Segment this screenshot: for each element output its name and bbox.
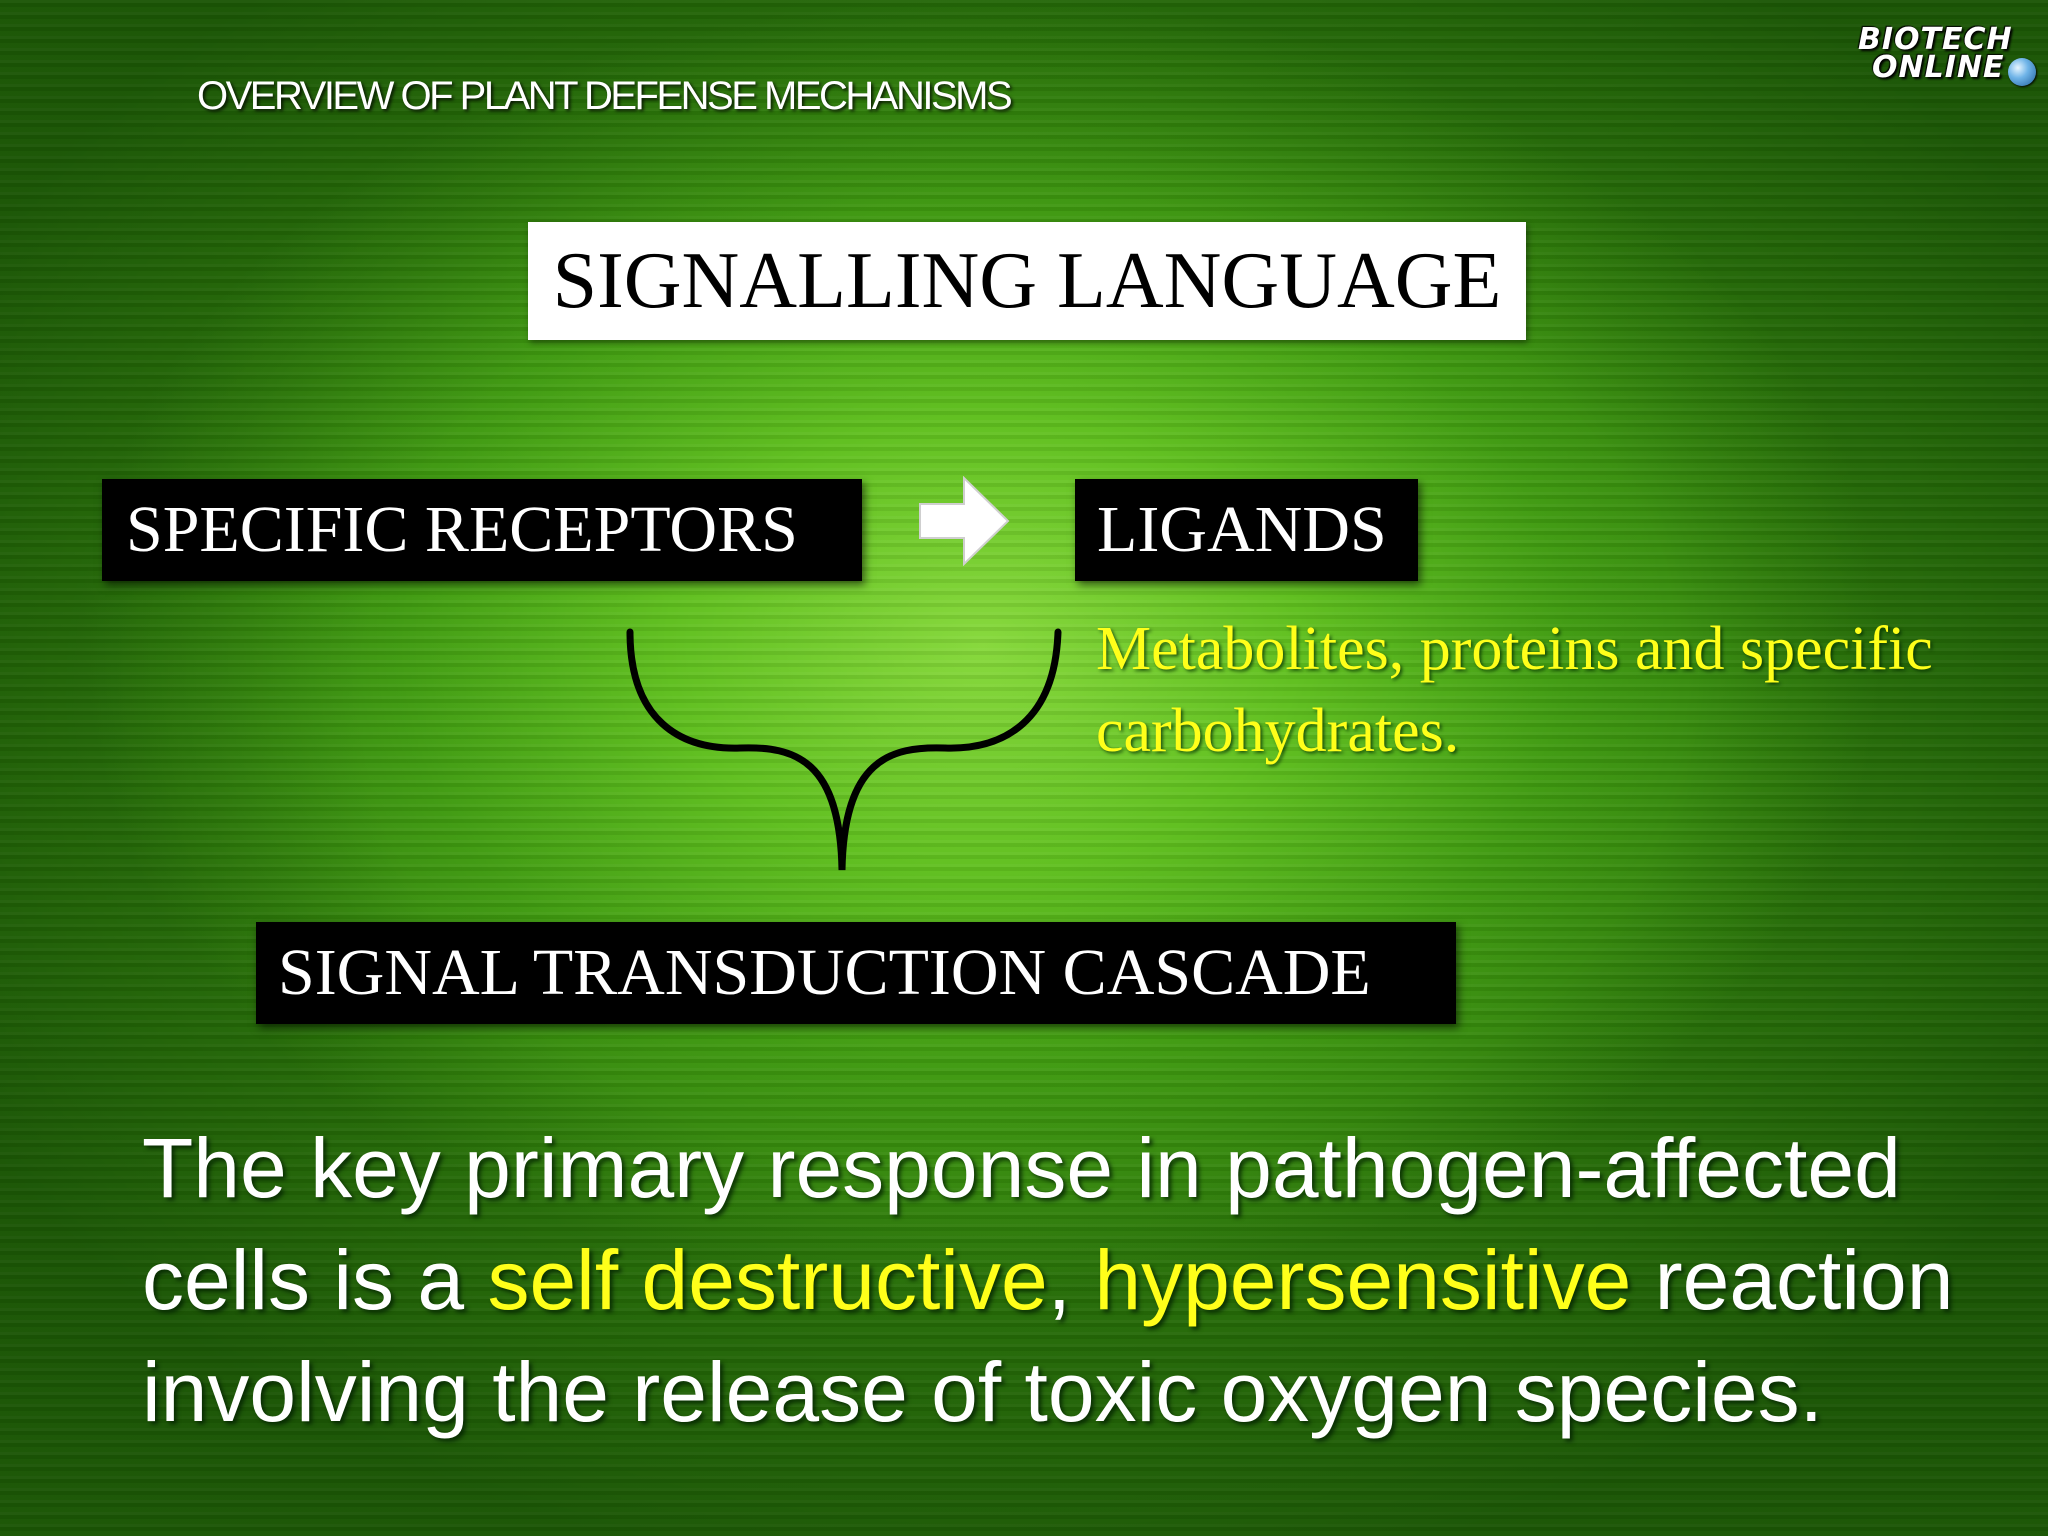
signal-transduction-cascade-box: SIGNAL TRANSDUCTION CASCADE [256, 922, 1456, 1024]
summary-text-2: , [1047, 1233, 1095, 1327]
slide-header-title: OVERVIEW OF PLANT DEFENSE MECHANISMS [197, 74, 1013, 118]
summary-paragraph: The key primary response in pathogen-aff… [142, 1112, 2022, 1448]
specific-receptors-label: SPECIFIC RECEPTORS [126, 493, 798, 566]
ligands-box: LIGANDS [1075, 479, 1418, 581]
main-title: SIGNALLING LANGUAGE [552, 236, 1502, 325]
logo-line-2: ONLINE [1872, 50, 2005, 85]
globe-icon [2008, 58, 2036, 86]
biotech-online-logo: BIOTECH ONLINE [1858, 22, 2038, 90]
arrow-right-icon [919, 476, 1010, 566]
main-title-box: SIGNALLING LANGUAGE [528, 222, 1526, 340]
curly-brace-icon [626, 628, 1062, 871]
specific-receptors-box: SPECIFIC RECEPTORS [102, 479, 862, 581]
signal-transduction-cascade-label: SIGNAL TRANSDUCTION CASCADE [278, 936, 1371, 1009]
ligands-description: Metabolites, proteins and specific carbo… [1096, 615, 1933, 765]
summary-highlight-hypersensitive: hypersensitive [1094, 1233, 1632, 1327]
summary-highlight-self-destructive: self destructive [487, 1233, 1048, 1327]
summary-text-3: reaction involving the release of toxic … [142, 1233, 1954, 1439]
ligands-label: LIGANDS [1097, 493, 1387, 566]
logo-line-1: BIOTECH [1858, 22, 2013, 57]
summary-text-1: The key primary response in pathogen-aff… [142, 1121, 1901, 1327]
